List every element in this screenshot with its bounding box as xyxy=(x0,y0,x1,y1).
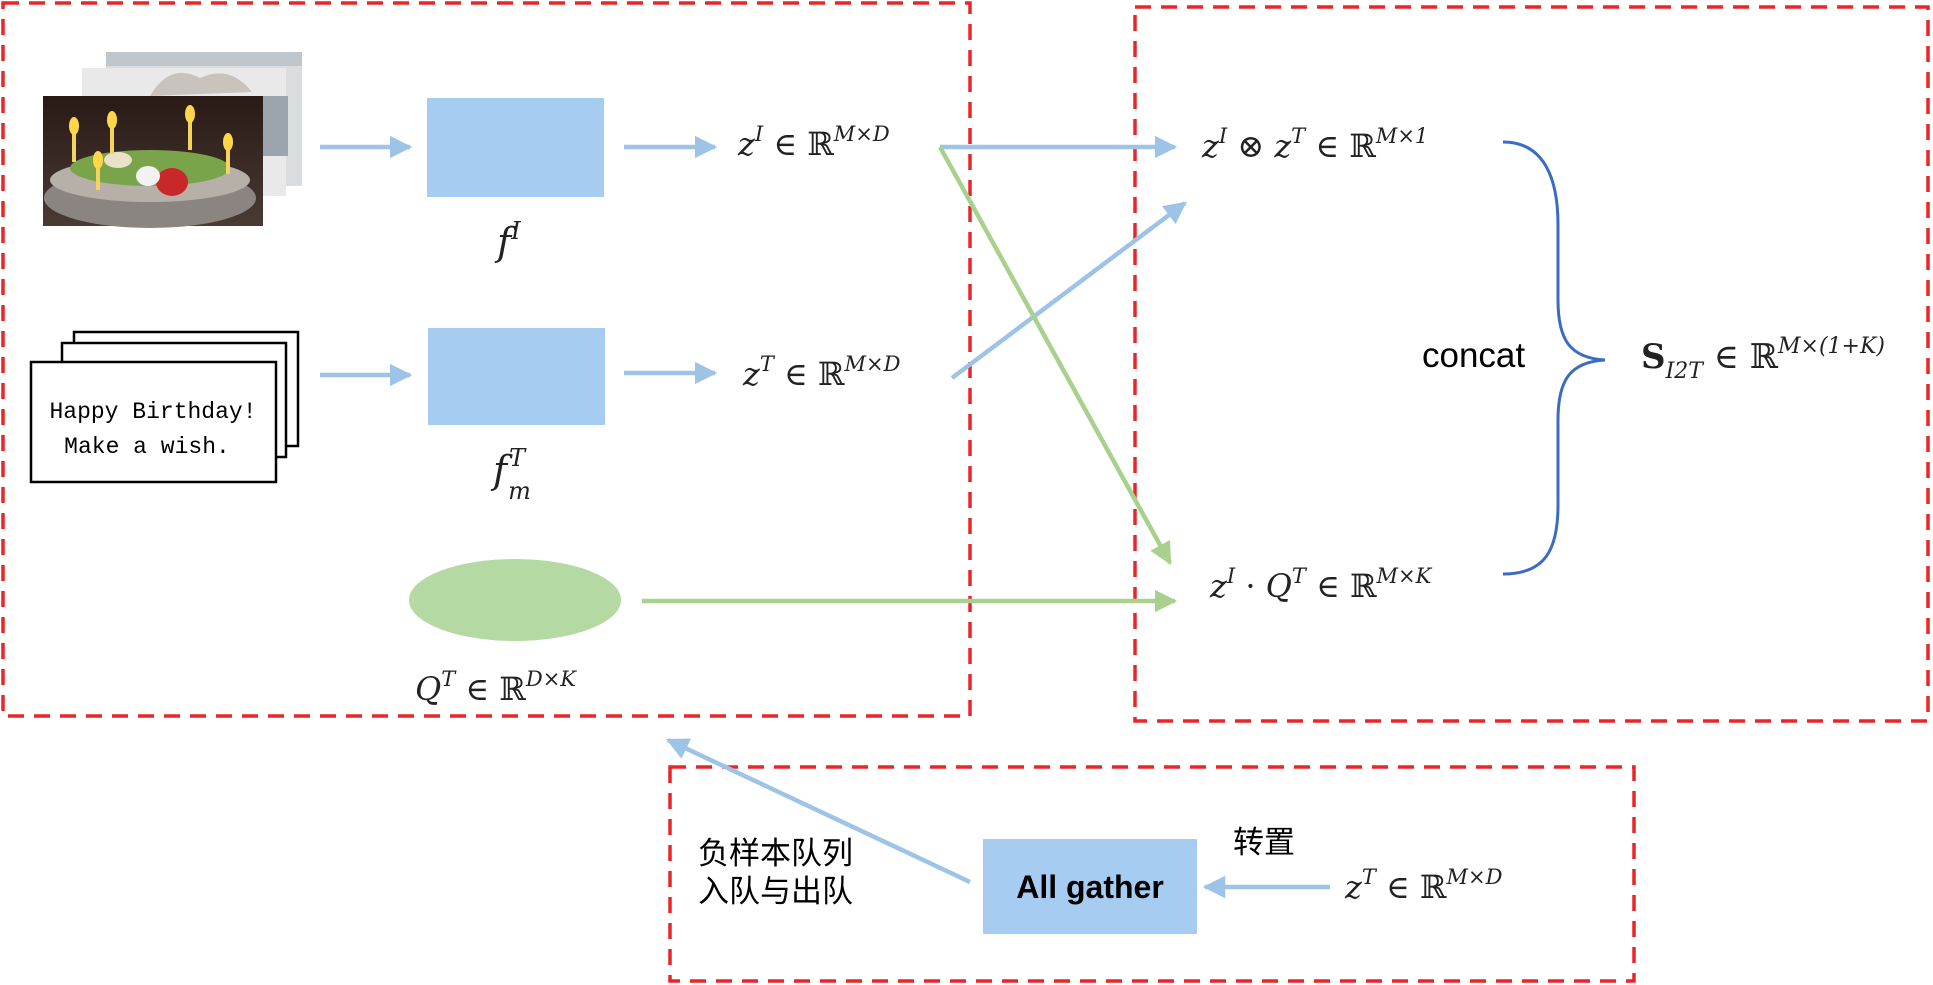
all-gather-block xyxy=(983,839,1197,934)
queue-label: QT ∈ ℝD×K xyxy=(415,667,577,708)
negative-similarity-label: zI · QT ∈ ℝM×K xyxy=(1209,564,1433,605)
concat-label: concat xyxy=(1422,336,1525,375)
text-card-stack: Happy Birthday! Make a wish. xyxy=(29,330,300,484)
text-embedding-to-positive-arrow xyxy=(950,201,1187,380)
negative-queue-ellipse xyxy=(409,559,621,641)
text-embedding-label: zT ∈ ℝM×D xyxy=(742,352,901,393)
text-card-line-2: Make a wish. xyxy=(64,434,230,460)
image-embedding-to-negative-arrow xyxy=(938,145,1172,565)
all-gather-to-queue-arrow xyxy=(665,737,971,885)
concat-brace xyxy=(1502,140,1606,576)
encoder-group-box xyxy=(1,1,972,718)
text-encoder-block xyxy=(428,328,605,425)
output-similarity-label: SI2T ∈ ℝM×(1+K) xyxy=(1641,334,1885,384)
image-encoder-block xyxy=(427,98,604,197)
similarity-group-box xyxy=(1133,5,1930,723)
queue-update-line-2: 入队与出队 xyxy=(698,874,853,909)
image-encoder-label: fI xyxy=(494,217,521,264)
positive-similarity-label: zI ⊗ zT ∈ ℝM×1 xyxy=(1201,124,1428,165)
all-gather-group-box xyxy=(668,765,1636,983)
queue-update-line-1: 负样本队列 xyxy=(698,836,853,871)
photo-stack-birthday-cake-icon xyxy=(43,52,302,228)
gather-input-embedding-label: zT ∈ ℝM×D xyxy=(1344,865,1503,906)
transpose-label: 转置 xyxy=(1233,825,1295,860)
image-embedding-label: zI ∈ ℝM×D xyxy=(737,122,890,163)
all-gather-label: All gather xyxy=(1016,869,1164,905)
text-card-line-1: Happy Birthday! xyxy=(49,399,256,425)
